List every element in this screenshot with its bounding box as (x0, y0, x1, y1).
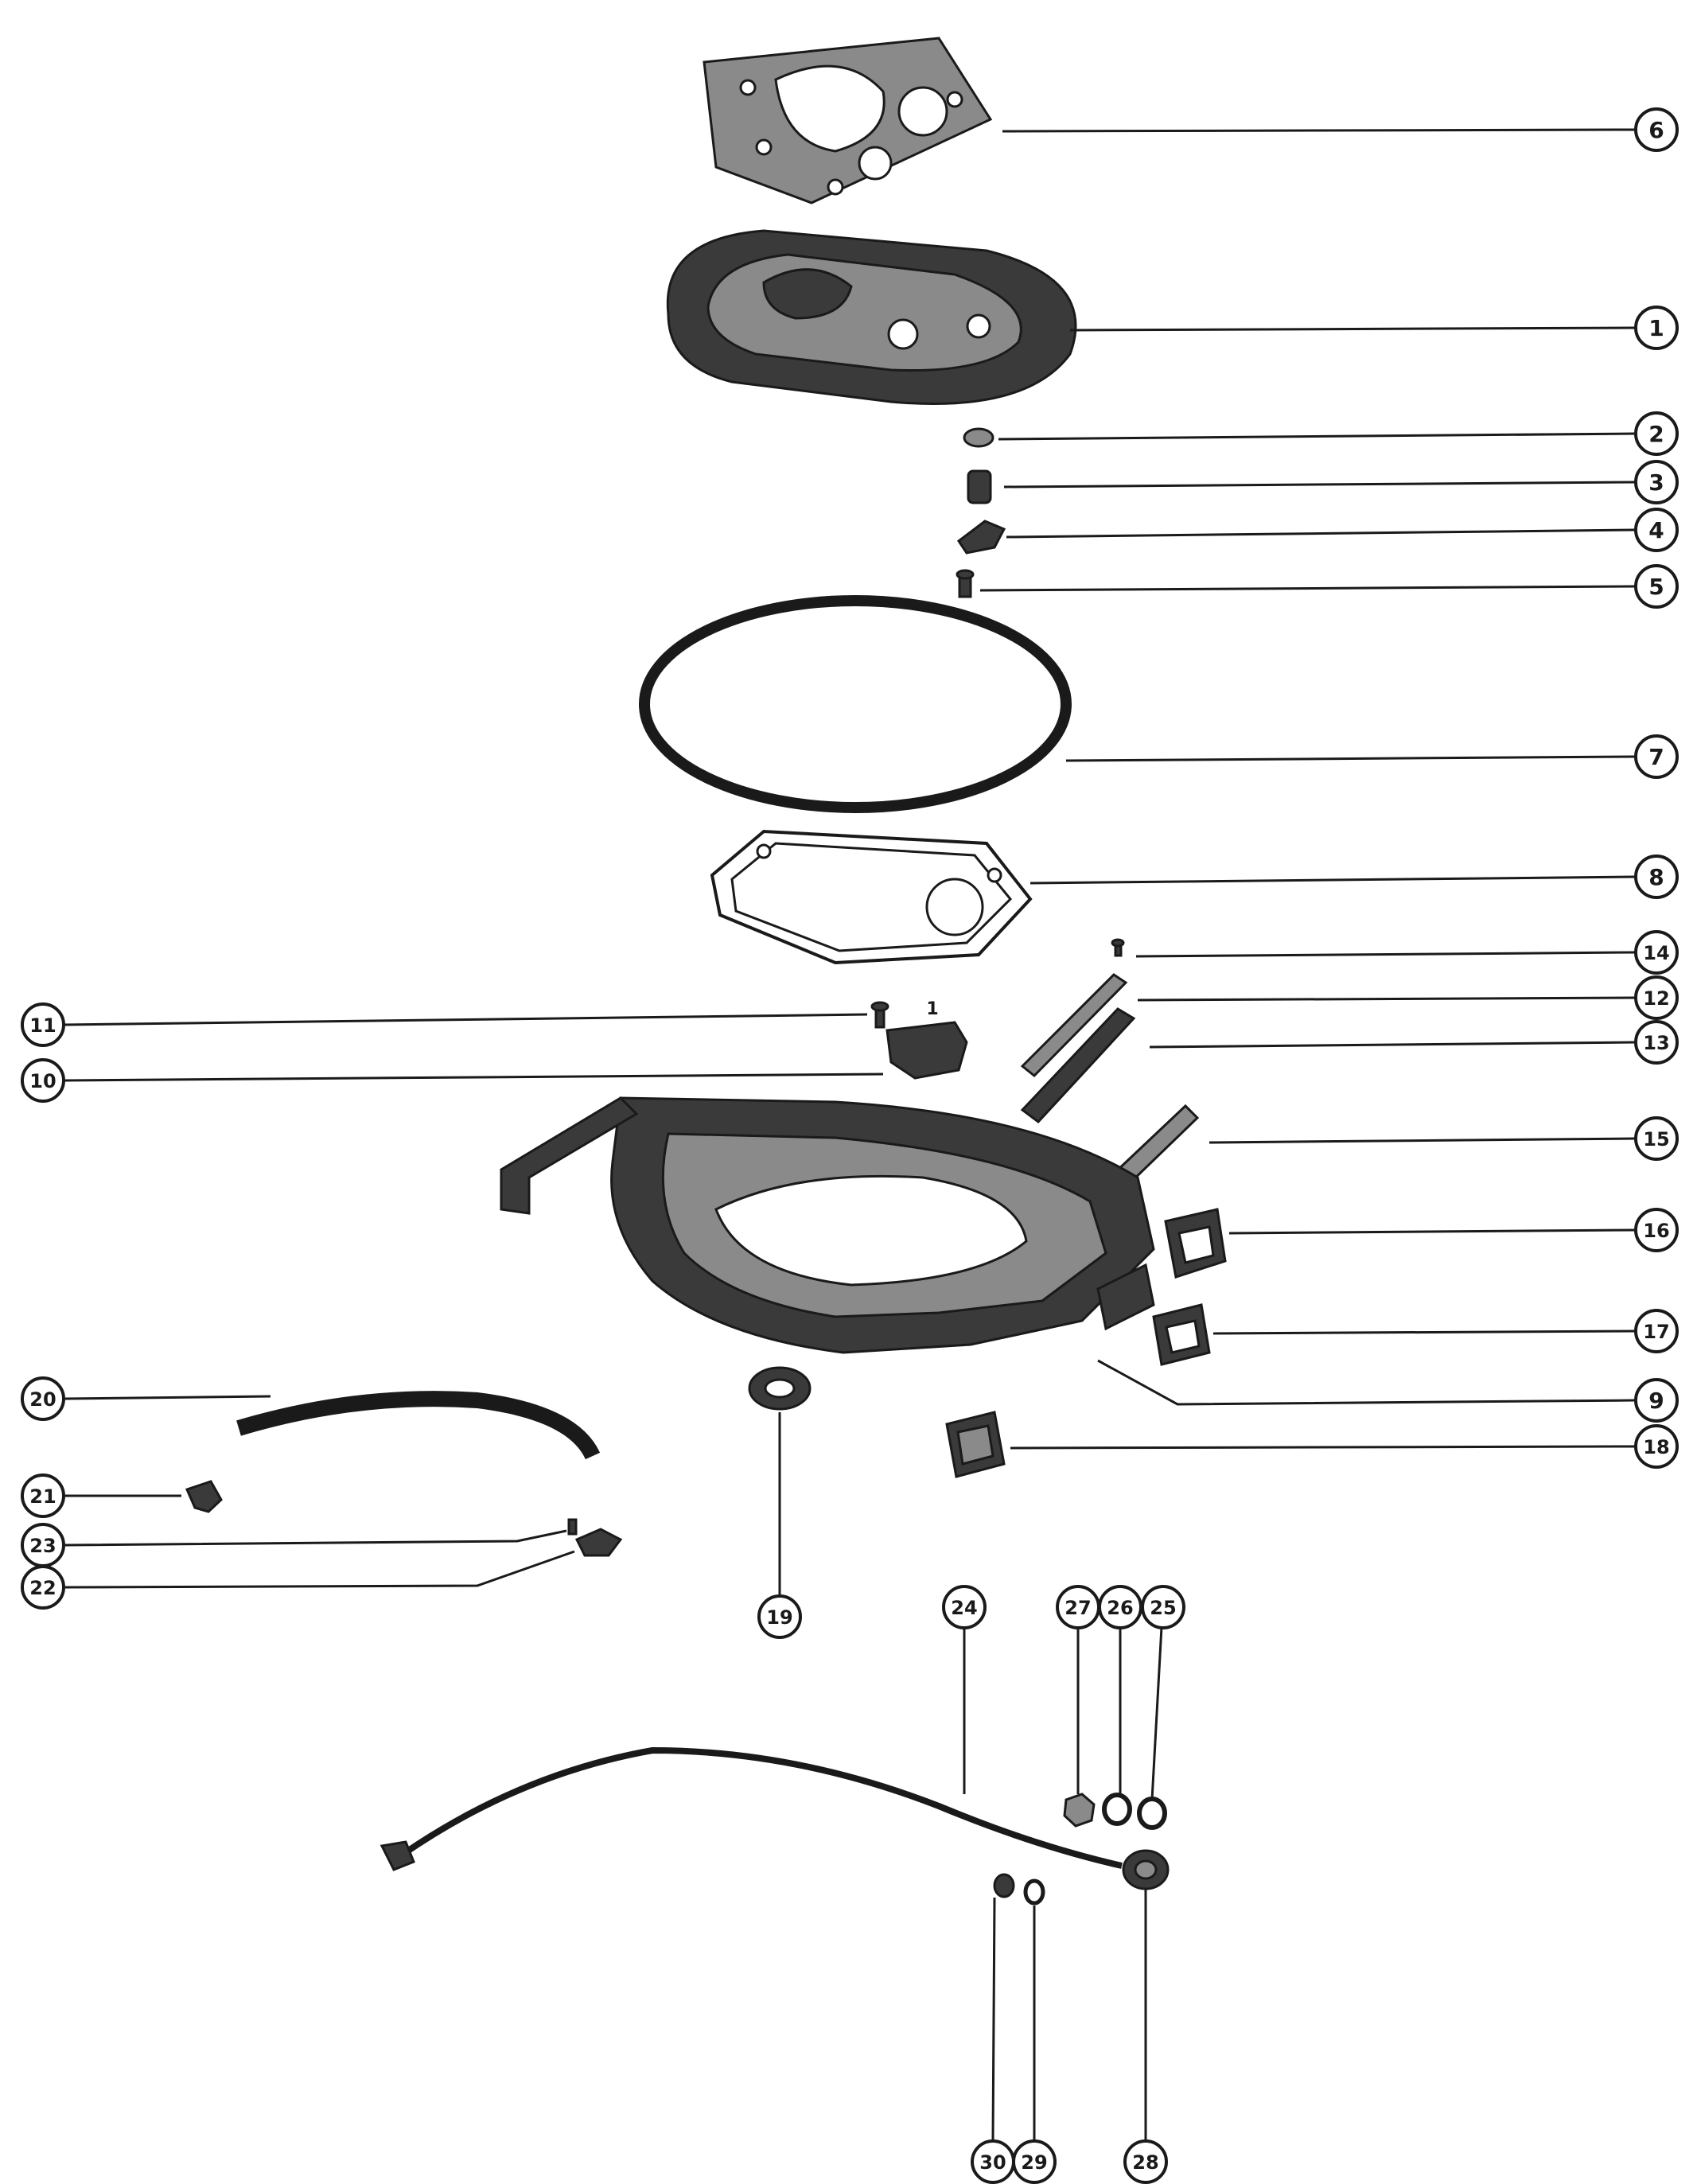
svg-text:23: 23 (29, 1535, 56, 1557)
part-18-grommet (945, 1411, 1006, 1478)
part-22-clip (574, 1528, 623, 1557)
part-2-washer (963, 427, 994, 448)
svg-text:25: 25 (1150, 1597, 1176, 1619)
part-9-lower-cowl (500, 1096, 1155, 1354)
svg-text:12: 12 (1643, 987, 1669, 1010)
callout-2: 2 (1634, 411, 1679, 456)
callout-30: 30 (971, 2139, 1015, 2184)
svg-text:30: 30 (979, 2151, 1006, 2174)
part-3-bushing (967, 469, 992, 504)
svg-text:5: 5 (1648, 574, 1664, 600)
callout-18: 18 (1634, 1424, 1679, 1469)
callout-9: 9 (1634, 1378, 1679, 1423)
svg-text:29: 29 (1021, 2151, 1047, 2174)
part-21-fitting (185, 1480, 223, 1513)
part-28-connector (1122, 1849, 1170, 1890)
svg-text:28: 28 (1132, 2151, 1158, 2174)
svg-text:13: 13 (1643, 1032, 1669, 1054)
part-27-nut (1063, 1793, 1096, 1828)
part-14-screw (1111, 938, 1125, 957)
callout-15: 15 (1634, 1116, 1679, 1161)
part-16-grommet (1164, 1208, 1227, 1279)
svg-text:20: 20 (29, 1388, 56, 1411)
svg-text:2: 2 (1648, 421, 1664, 447)
callout-28: 28 (1123, 2139, 1168, 2184)
part-30-nut (993, 1873, 1015, 1898)
part-5-screw (956, 569, 975, 598)
svg-text:3: 3 (1648, 469, 1664, 496)
svg-text:6: 6 (1648, 117, 1664, 143)
part-17-grommet (1152, 1303, 1211, 1366)
callout-27: 27 (1056, 1585, 1100, 1629)
callout-23: 23 (21, 1523, 65, 1567)
annotation-1: 1 (926, 999, 938, 1019)
callout-5: 5 (1634, 564, 1679, 609)
callout-4: 4 (1634, 508, 1679, 552)
callout-3: 3 (1634, 460, 1679, 504)
svg-text:27: 27 (1065, 1597, 1091, 1619)
callout-6: 6 (1634, 107, 1679, 152)
part-24-cable-end (379, 1840, 415, 1871)
callout-22: 22 (21, 1565, 65, 1610)
callout-25: 25 (1141, 1585, 1185, 1629)
part-10-bracket (885, 1021, 968, 1080)
part-20-hose (236, 1391, 601, 1460)
svg-text:22: 22 (29, 1577, 56, 1599)
callout-13: 13 (1634, 1020, 1679, 1065)
part-1-cover-plate (666, 229, 1077, 405)
callout-26: 26 (1098, 1585, 1142, 1629)
callout-10: 10 (21, 1058, 65, 1103)
callout-17: 17 (1634, 1309, 1679, 1353)
svg-text:8: 8 (1648, 864, 1664, 890)
svg-text:18: 18 (1643, 1436, 1669, 1458)
callout-29: 29 (1012, 2139, 1057, 2184)
callout-20: 20 (21, 1376, 65, 1421)
svg-text:17: 17 (1643, 1321, 1669, 1343)
part-26-washer (1102, 1793, 1132, 1826)
part-12-strip (1020, 973, 1128, 1078)
part-6-gasket (703, 37, 993, 204)
part-7-seal-ring (639, 595, 1072, 813)
svg-text:16: 16 (1643, 1220, 1669, 1242)
callout-11: 11 (21, 1002, 65, 1047)
svg-text:1: 1 (1648, 315, 1664, 341)
callout-19: 19 (757, 1594, 802, 1639)
callout-16: 16 (1634, 1208, 1679, 1252)
svg-text:4: 4 (1648, 517, 1664, 543)
svg-text:15: 15 (1643, 1128, 1669, 1150)
part-23-screw (567, 1518, 578, 1536)
svg-text:26: 26 (1107, 1597, 1133, 1619)
callout-1: 1 (1634, 306, 1679, 350)
svg-text:7: 7 (1648, 744, 1664, 770)
callout-24: 24 (942, 1585, 987, 1629)
callout-21: 21 (21, 1474, 65, 1518)
part-11-screw (870, 1001, 889, 1029)
part-19-seal (748, 1366, 812, 1411)
part-24-cable (395, 1746, 1123, 1869)
svg-text:11: 11 (29, 1014, 56, 1037)
svg-text:9: 9 (1648, 1388, 1664, 1414)
svg-text:19: 19 (766, 1606, 792, 1629)
callout-8: 8 (1634, 855, 1679, 899)
svg-text:14: 14 (1643, 942, 1669, 964)
part-29-washer (1023, 1878, 1045, 1906)
callout-7: 7 (1634, 734, 1679, 779)
svg-text:21: 21 (29, 1485, 56, 1508)
svg-text:10: 10 (29, 1070, 56, 1092)
part-13-strip (1020, 1007, 1136, 1124)
svg-text:24: 24 (951, 1597, 977, 1619)
part-4-bracket (956, 520, 1006, 555)
callout-12: 12 (1634, 975, 1679, 1020)
callout-14: 14 (1634, 930, 1679, 975)
part-25-ring (1137, 1797, 1167, 1830)
part-8-gasket (710, 829, 1033, 965)
leader-lines (63, 128, 1636, 2141)
